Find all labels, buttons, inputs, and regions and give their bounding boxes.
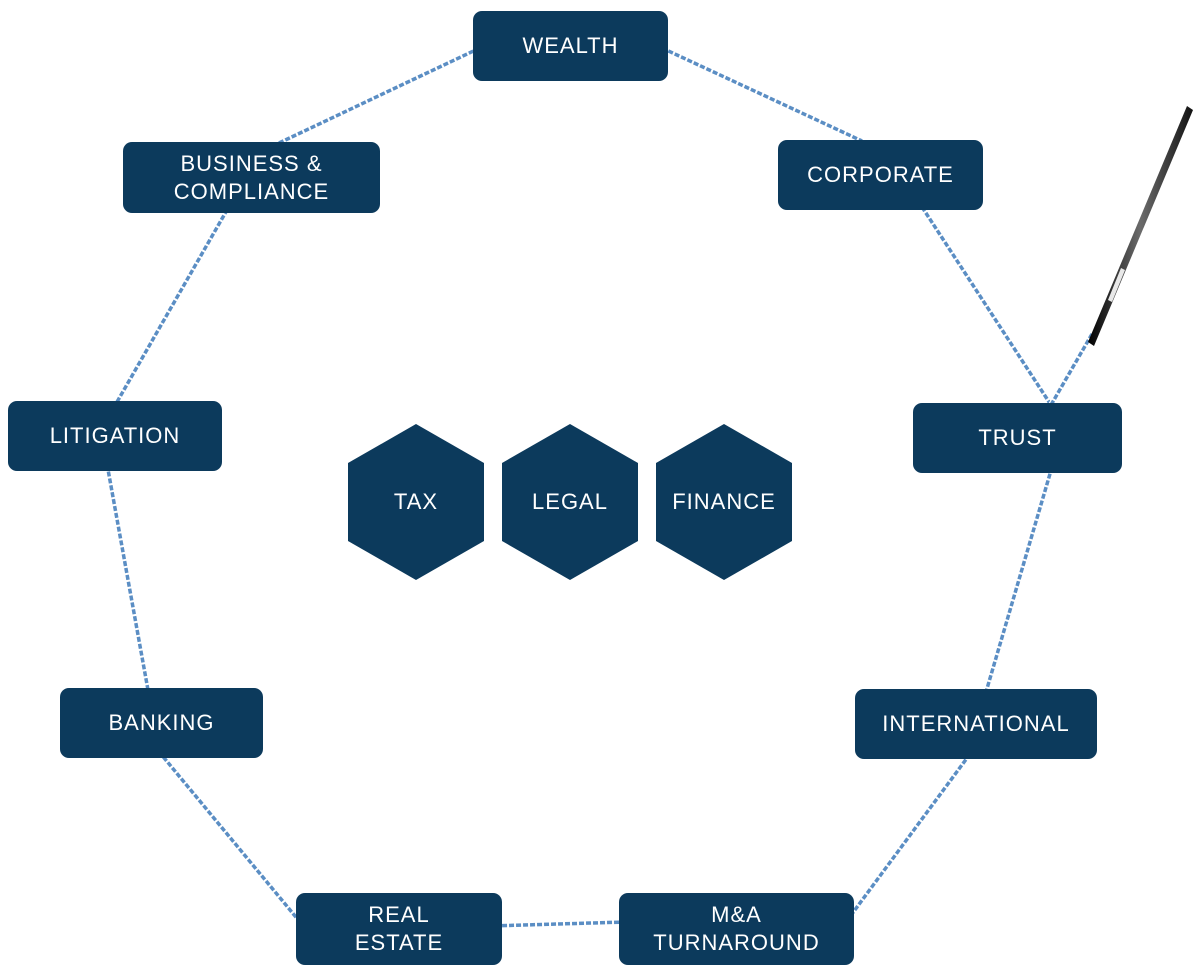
thread-trust-international (983, 466, 1055, 693)
node-ma-turnaround: M&A TURNAROUND (619, 893, 854, 965)
node-wealth: WEALTH (473, 11, 668, 81)
hex-finance: FINANCE (656, 424, 792, 580)
thread-realestate-banking (157, 751, 308, 930)
node-real-estate: REAL ESTATE (296, 893, 502, 965)
node-litigation: LITIGATION (8, 401, 222, 471)
node-banking: BANKING (60, 688, 263, 758)
thread-corporate-trust (919, 205, 1054, 407)
node-corporate: CORPORATE (778, 140, 983, 210)
thread-ma-realestate (489, 919, 627, 929)
hex-legal: LEGAL (502, 424, 638, 580)
node-business-compliance: BUSINESS & COMPLIANCE (123, 142, 380, 213)
thread-litigation-business (114, 208, 230, 404)
thread-trust-needle (1048, 332, 1095, 407)
thread-international-ma (840, 752, 973, 928)
sewing-needle-icon (1088, 106, 1193, 346)
thread-banking-litigation (104, 463, 151, 691)
node-trust: TRUST (913, 403, 1122, 473)
thread-wealth-corporate (660, 45, 864, 144)
node-international: INTERNATIONAL (855, 689, 1097, 759)
thread-business-wealth (277, 43, 486, 146)
